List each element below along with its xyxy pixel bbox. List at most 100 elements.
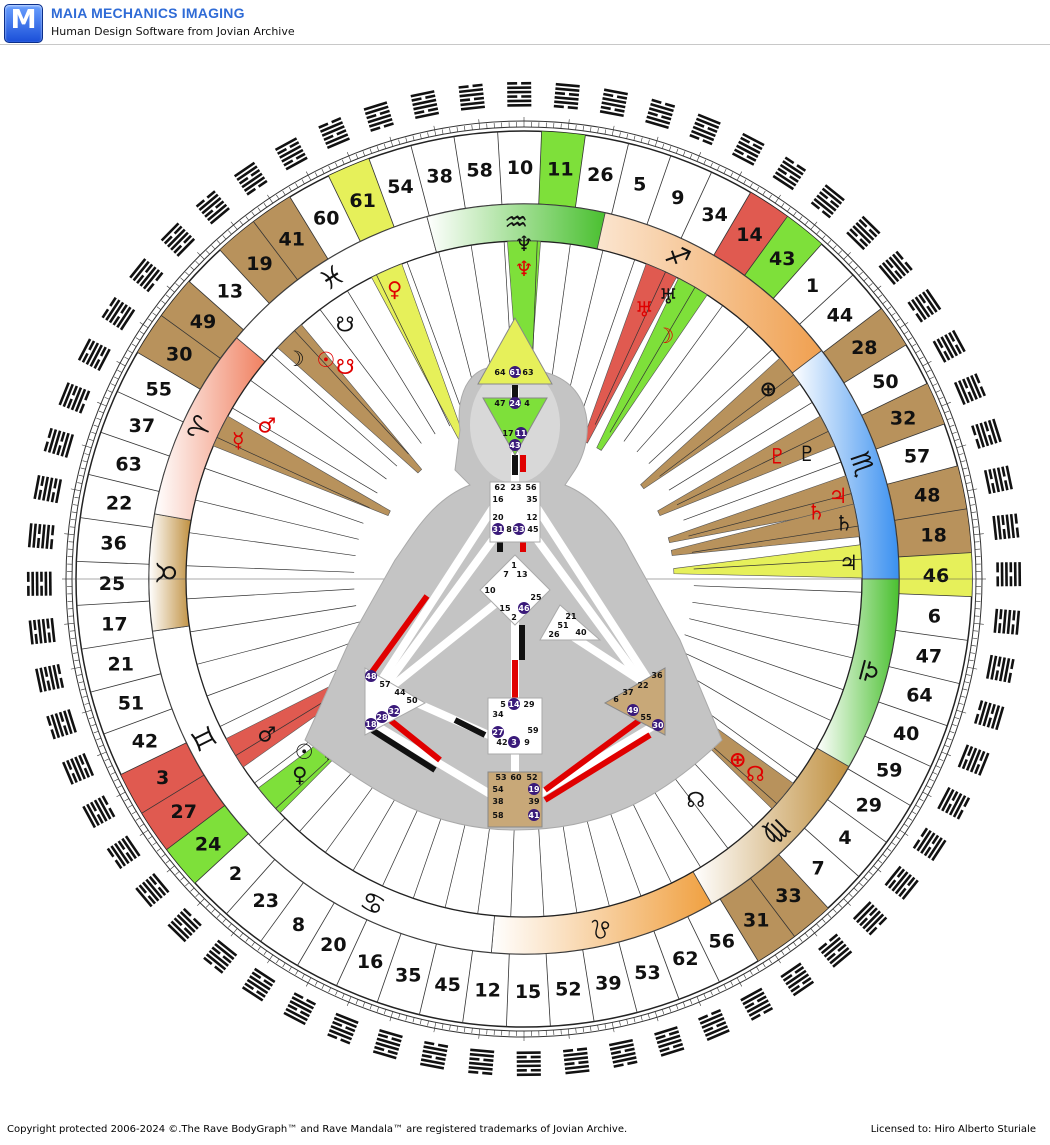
hexagram-line-yin (948, 332, 956, 343)
zodiac-glyph: ♒ (504, 207, 529, 239)
hexagram-line-yang (27, 523, 33, 548)
tick-mark (128, 804, 133, 808)
tick-mark (736, 171, 743, 181)
activated-channel (543, 717, 642, 793)
tick-mark (696, 152, 702, 162)
gate-number: 60 (313, 208, 339, 230)
gate-highlight (898, 552, 972, 597)
hexagram-line-yang (422, 1049, 447, 1057)
hexagram-line-yang (645, 119, 669, 129)
hexagram-icon (106, 835, 141, 870)
tick-mark (228, 923, 232, 928)
spoke-line (190, 605, 357, 633)
hexagram-line-yin (659, 1047, 670, 1053)
tick-mark (575, 1028, 577, 1034)
tick-mark (762, 190, 766, 196)
gate-number: 64 (906, 685, 932, 707)
hexagram-line-yang (37, 619, 43, 644)
gate-number: 5 (633, 174, 646, 196)
tick-mark (647, 139, 650, 145)
app-header: M MAIA MECHANICS IMAGING Human Design So… (0, 0, 1050, 45)
tick-mark (257, 946, 261, 951)
hexagram-line-yang (1005, 514, 1011, 539)
hexagram-line-yang (64, 434, 74, 458)
hexagram-line-yin (366, 113, 377, 120)
hexagram-line-yang (363, 101, 388, 111)
hexagram-icon (58, 382, 91, 414)
gate-badge (515, 427, 527, 439)
hexagram-line-yin (507, 95, 518, 98)
hexagram-line-yin (613, 1063, 624, 1068)
hexagram-line-yang (969, 749, 982, 773)
tick-mark (456, 126, 458, 132)
gate-highlight (894, 508, 972, 557)
gate-number: 39 (595, 972, 621, 994)
hexagram-line-yang (121, 837, 137, 860)
hexagram-line-yin (136, 274, 145, 284)
spoke-line (693, 585, 862, 593)
gate-number: 51 (118, 692, 144, 714)
hexagram-line-yin (53, 478, 58, 489)
hexagram-line-yin (986, 717, 992, 728)
gate-highlight (142, 774, 226, 850)
hexagram-line-yin (979, 386, 986, 397)
tick-mark (288, 186, 292, 192)
tick-mark (863, 876, 868, 881)
gate-number: 49 (190, 311, 216, 333)
hexagram-line-yin (183, 927, 193, 936)
hexagram-line-yang (82, 805, 97, 829)
hexagram-line-yin (425, 94, 436, 99)
gate-number: 1 (806, 275, 819, 297)
hexagram-line-yang (113, 842, 130, 865)
tick-mark (682, 1001, 686, 1007)
tick-mark (954, 438, 960, 442)
tick-mark (640, 1015, 643, 1021)
hexagram-line-yin (332, 1020, 343, 1028)
hexagram-line-yang (993, 608, 999, 633)
gate-badge (365, 670, 377, 682)
gate-label: 23 (510, 483, 521, 492)
tick-mark (355, 153, 359, 159)
hexagram-line-yin (211, 946, 221, 955)
hexagram-line-yang (602, 97, 627, 105)
hexagram-line-yang (108, 301, 125, 324)
tick-mark (877, 859, 883, 864)
tick-mark (810, 928, 818, 937)
hexagram-line-yin (894, 269, 903, 280)
gate-number: 25 (99, 573, 125, 595)
gate-label: 43 (509, 441, 520, 450)
gate-number: 55 (146, 378, 172, 400)
gate-label: 20 (492, 513, 504, 522)
hexagram-line-yang (609, 1043, 634, 1051)
tick-mark (91, 724, 97, 727)
gate-highlight (713, 192, 788, 276)
hexagram-line-yang (167, 228, 186, 248)
gate-label: 38 (492, 797, 504, 806)
hexagram-line-yang (326, 137, 350, 150)
planet-glyph: ♆ (515, 232, 534, 256)
hexagram-line-yin (295, 152, 306, 160)
hexagram-line-yang (611, 1051, 636, 1060)
hexagram-line-yang (207, 203, 228, 222)
tick-mark (925, 369, 931, 373)
g-center (479, 554, 551, 626)
tick-mark (135, 817, 141, 821)
hexagram-line-yang (1006, 609, 1012, 635)
tick-mark (362, 151, 366, 157)
hexagram-line-yin (931, 834, 940, 845)
hexagram-line-yin (818, 942, 828, 951)
gate-badge (509, 366, 521, 378)
hexagram-line-yin (60, 431, 66, 442)
hexagram-line-yin (744, 1002, 755, 1010)
channel (371, 721, 504, 804)
hexagram-line-yin (387, 1049, 398, 1056)
gate-divider (90, 673, 162, 693)
tick-mark (816, 230, 820, 235)
activation-wedge (667, 475, 855, 544)
planet-glyph: ☋ (336, 355, 355, 379)
tick-mark (911, 811, 917, 815)
tick-mark (267, 194, 274, 204)
gate-divider (878, 701, 948, 727)
tick-mark (654, 136, 659, 147)
